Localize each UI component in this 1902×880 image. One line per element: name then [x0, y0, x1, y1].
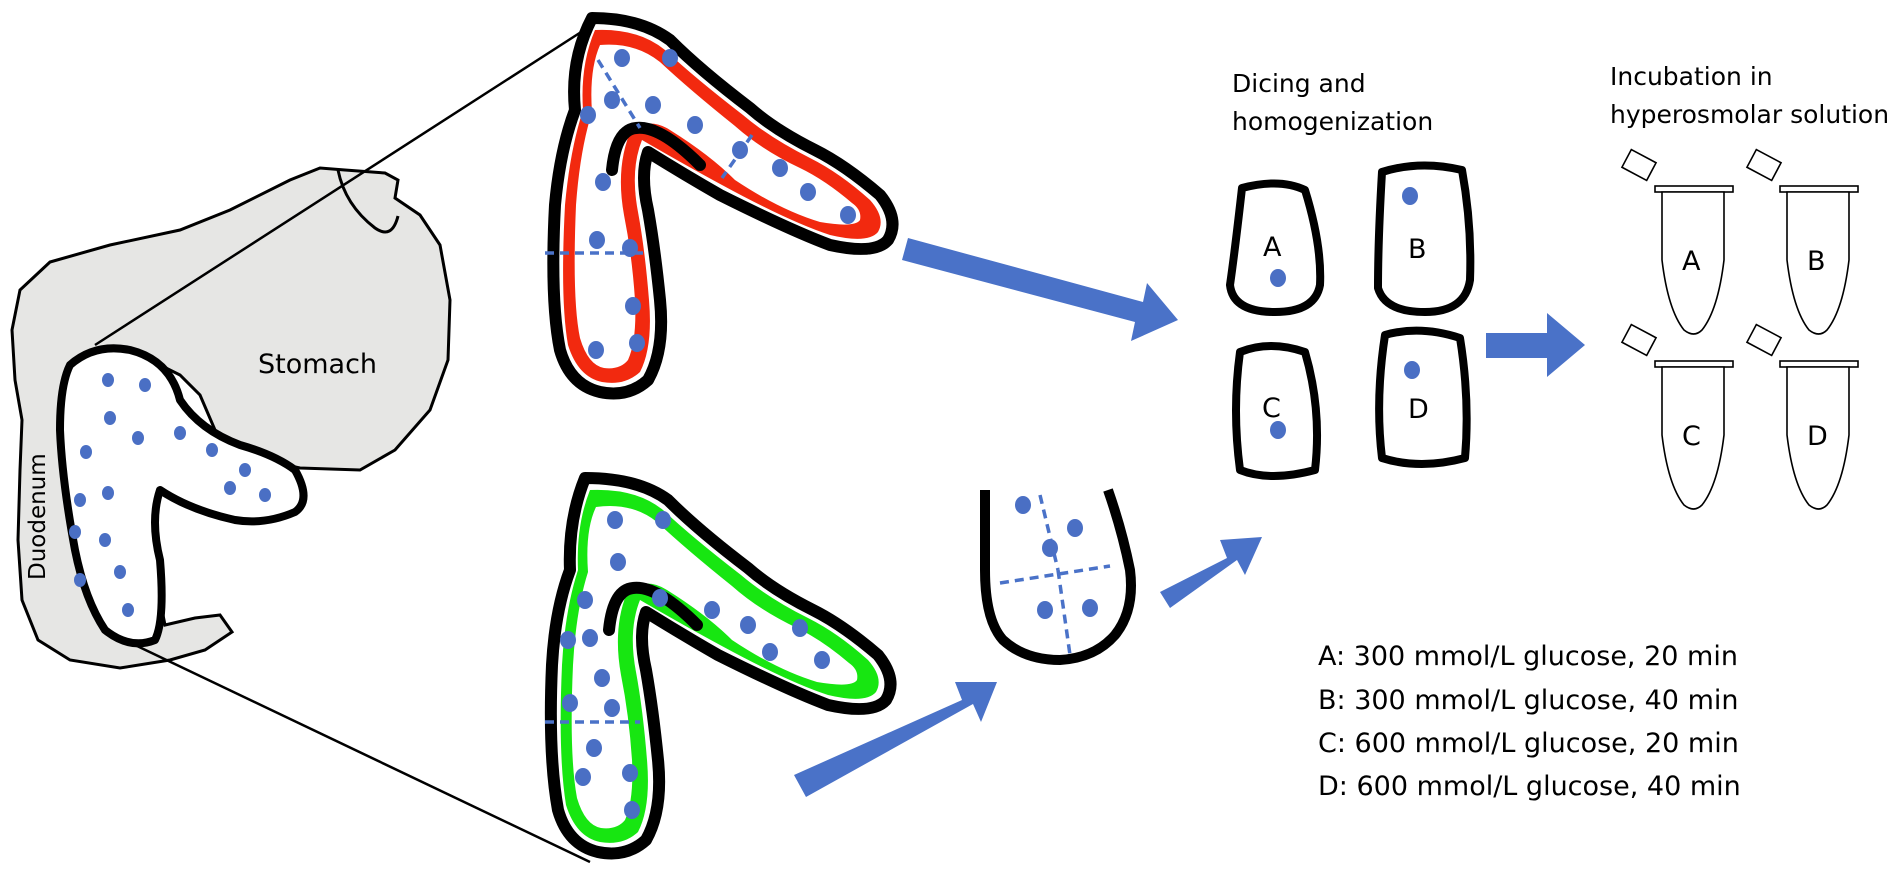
- tube-a: A: [1620, 148, 1734, 335]
- tube-b-rim: [1779, 185, 1859, 193]
- tube-d-rim: [1779, 360, 1859, 368]
- condition-legend: A: 300 mmol/L glucose, 20 min B: 300 mmo…: [1318, 641, 1741, 802]
- legend-line-c: C: 600 mmol/L glucose, 20 min: [1318, 728, 1739, 759]
- dice-piece-a: A: [1226, 179, 1325, 316]
- tube-b-label: B: [1807, 246, 1826, 277]
- tube-c-rim: [1654, 360, 1734, 368]
- dice-piece-a-dot: [1270, 269, 1286, 287]
- green-section-dots: [560, 511, 830, 819]
- dice-piece-c-outline: [1232, 342, 1322, 480]
- tube-a-rim: [1654, 185, 1734, 193]
- incubation-title-line2: hyperosmolar solution: [1610, 100, 1889, 129]
- red-inner-mucosa: [574, 44, 861, 369]
- dice-piece-a-label: A: [1263, 232, 1282, 263]
- stomach-top-notch: [336, 169, 400, 234]
- tube-d: D: [1745, 323, 1859, 510]
- dicing-section: Dicing and homogenization A B C D: [1226, 69, 1475, 480]
- tube-c: C: [1620, 323, 1734, 510]
- tube-c-label: C: [1682, 421, 1701, 452]
- dice-piece-b-dot: [1402, 187, 1418, 205]
- dice-piece-c-dot: [1270, 421, 1286, 439]
- red-section-dots: [580, 49, 856, 359]
- green-inner-groove: [603, 581, 703, 636]
- dice-piece-b-label: B: [1408, 234, 1427, 265]
- duodenum-dots: [69, 373, 271, 617]
- dice-piece-d-dot: [1404, 361, 1420, 379]
- tube-b-cap: [1745, 148, 1783, 182]
- dice-piece-c: C: [1232, 342, 1322, 480]
- dice-piece-d: D: [1375, 326, 1471, 468]
- incubation-title-line1: Incubation in: [1610, 62, 1773, 91]
- incubation-section: Incubation in hyperosmolar solution A B …: [1610, 62, 1889, 510]
- dicing-title-line2: homogenization: [1232, 107, 1433, 136]
- arrow-piece-to-dice: [1160, 537, 1262, 608]
- tube-d-body: [1786, 366, 1850, 510]
- dice-piece-d-label: D: [1408, 394, 1429, 425]
- dicing-title-line1: Dicing and: [1232, 69, 1366, 98]
- stomach-duodenum-group: Stomach Duodenum: [10, 166, 452, 670]
- arrow-green-to-piece: [794, 682, 997, 797]
- zoom-lines: [94, 23, 593, 864]
- dice-piece-a-outline: [1226, 179, 1325, 316]
- dice-piece-b: B: [1374, 161, 1475, 316]
- green-inner-mucosa: [571, 506, 858, 829]
- tube-d-label: D: [1807, 421, 1828, 452]
- red-inner-groove: [606, 121, 706, 176]
- tube-a-body: [1661, 191, 1725, 335]
- diced-tissue-piece: [980, 488, 1136, 665]
- arrow-red-to-dice: [902, 238, 1178, 341]
- dice-piece-c-label: C: [1262, 393, 1281, 424]
- green-tissue-section: [544, 472, 897, 860]
- legend-line-d: D: 600 mmol/L glucose, 40 min: [1318, 771, 1741, 802]
- dice-piece-d-outline: [1375, 326, 1471, 468]
- dice-piece-b-outline: [1374, 161, 1475, 316]
- diced-piece-dividers: [999, 494, 1111, 656]
- diced-piece-dots: [1015, 496, 1098, 619]
- stomach-label: Stomach: [258, 349, 377, 380]
- tube-a-label: A: [1682, 246, 1701, 277]
- tube-c-body: [1661, 366, 1725, 510]
- tube-d-cap: [1745, 323, 1783, 357]
- tube-b-body: [1786, 191, 1850, 335]
- red-tissue-section: [545, 12, 899, 400]
- tube-c-cap: [1620, 323, 1658, 357]
- legend-line-a: A: 300 mmol/L glucose, 20 min: [1318, 641, 1738, 672]
- arrow-dice-to-tubes: [1486, 313, 1585, 377]
- tube-b: B: [1745, 148, 1859, 335]
- tube-a-cap: [1620, 148, 1658, 182]
- process-arrows: [794, 238, 1585, 797]
- duodenum-label: Duodenum: [25, 453, 51, 580]
- legend-line-b: B: 300 mmol/L glucose, 40 min: [1318, 685, 1738, 716]
